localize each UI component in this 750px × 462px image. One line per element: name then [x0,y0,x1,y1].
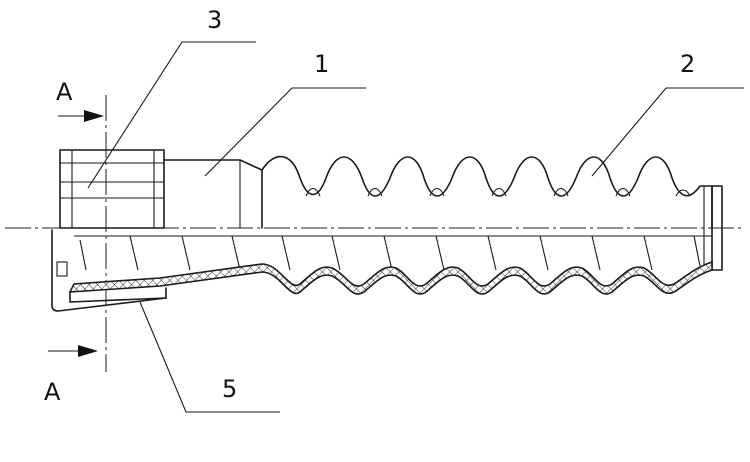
label-section-top: A [56,78,73,106]
section-arrow-bottom [48,345,98,357]
leader-lines [87,41,744,413]
hose-end-ring [703,185,723,271]
hose-outer-contour [261,155,713,229]
sleeve [69,287,167,303]
hose-wall-section [68,260,713,295]
label-part-5: 5 [222,375,237,403]
hose-ridges [305,187,691,197]
label-part-1: 1 [314,50,329,78]
liner-helix [74,235,712,271]
section-arrow-top [58,110,104,122]
label-section-bottom: A [44,378,61,406]
label-part-3: 3 [207,6,222,34]
label-part-2: 2 [680,50,695,78]
connector-body [163,159,263,229]
